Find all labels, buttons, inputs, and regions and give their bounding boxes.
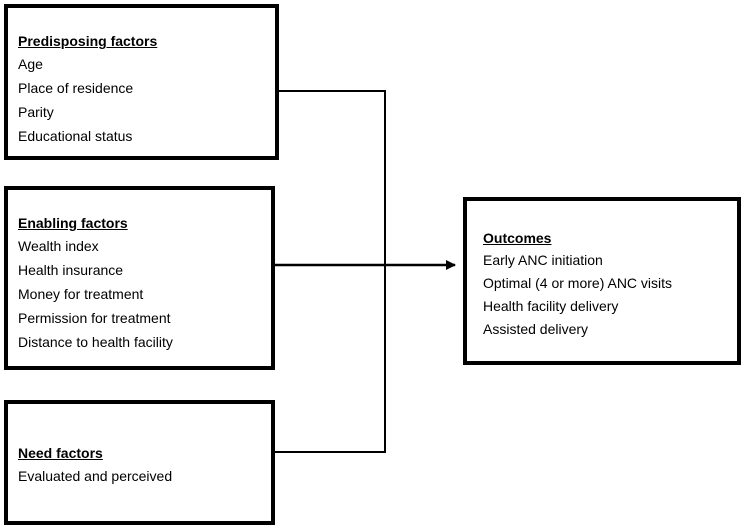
enabling-item-money: Money for treatment bbox=[18, 286, 144, 302]
predisposing-factors-title: Predisposing factors bbox=[18, 33, 158, 49]
predisposing-item-parity: Parity bbox=[18, 104, 54, 120]
predisposing-item-age: Age bbox=[18, 56, 43, 72]
need-item-evaluated: Evaluated and perceived bbox=[18, 468, 173, 484]
predisposing-item-education: Educational status bbox=[18, 128, 133, 144]
enabling-factors-title: Enabling factors bbox=[18, 215, 128, 231]
outcome-item-optimal-anc: Optimal (4 or more) ANC visits bbox=[483, 275, 673, 291]
enabling-item-distance: Distance to health facility bbox=[18, 334, 173, 350]
need-factors-box: Need factors Evaluated and perceived bbox=[4, 400, 275, 525]
connector-predisposing bbox=[279, 90, 386, 265]
outcome-item-assisted-delivery: Assisted delivery bbox=[483, 321, 589, 337]
predisposing-item-residence: Place of residence bbox=[18, 80, 134, 96]
need-factors-title: Need factors bbox=[18, 445, 103, 461]
predisposing-factors-box: Predisposing factors Age Place of reside… bbox=[4, 4, 279, 160]
connector-need bbox=[275, 265, 386, 453]
outcome-item-facility-delivery: Health facility delivery bbox=[483, 298, 619, 314]
enabling-item-permission: Permission for treatment bbox=[18, 310, 171, 326]
outcomes-title: Outcomes bbox=[483, 230, 552, 246]
enabling-item-insurance: Health insurance bbox=[18, 262, 124, 278]
outcomes-box: Outcomes Early ANC initiation Optimal (4… bbox=[463, 197, 741, 365]
enabling-item-wealth: Wealth index bbox=[18, 238, 99, 254]
outcome-item-early-anc: Early ANC initiation bbox=[483, 252, 603, 268]
enabling-factors-box: Enabling factors Wealth index Health ins… bbox=[4, 186, 275, 370]
